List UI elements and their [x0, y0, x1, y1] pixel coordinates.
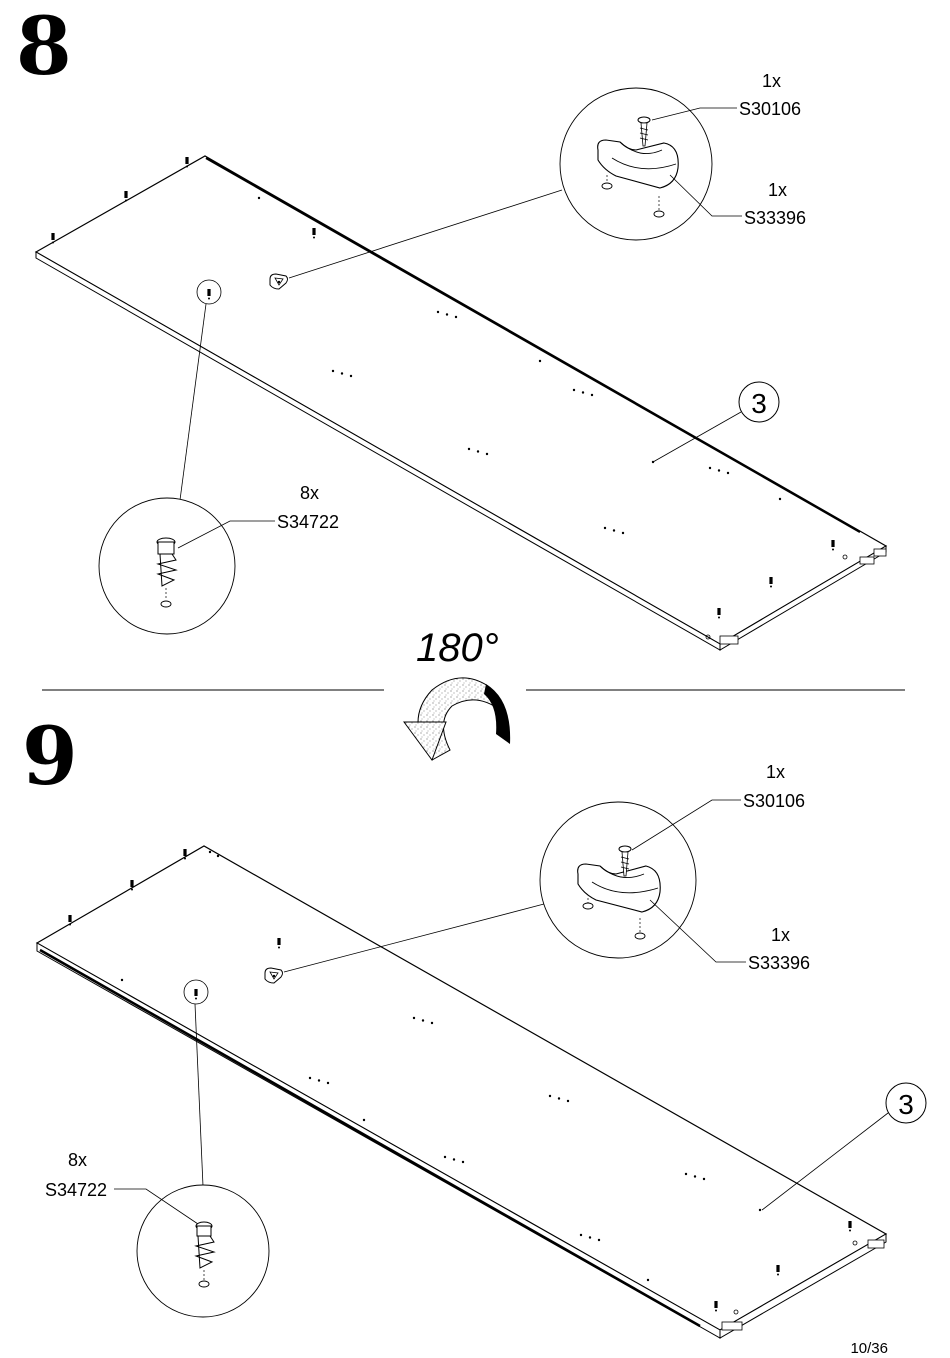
step-number-9: 9: [22, 709, 78, 803]
page-number: 10/36: [850, 1340, 888, 1357]
step8-holes: [257, 196, 848, 640]
step8-dowel-code: S34722: [277, 512, 340, 532]
rotate-180-arrow-icon: [403, 677, 511, 762]
step8-part-number: 3: [751, 388, 767, 419]
step9-screw-code: S30106: [743, 791, 806, 811]
step8-panel: [34, 155, 888, 651]
step8-part-number-circle: [738, 381, 780, 423]
step9-holes: [120, 850, 858, 1315]
rotation-label: 180°: [416, 626, 499, 670]
step8-bracket-qty: 1x: [768, 180, 788, 200]
step8-screw-code: S30106: [739, 99, 802, 119]
step8-dowel-qty: 8x: [300, 483, 320, 503]
step9-panel: [35, 845, 888, 1339]
step9-screw-qty: 1x: [766, 762, 786, 782]
step-number-8: 8: [16, 0, 72, 93]
step8-dowel-detail: [98, 497, 275, 635]
step8-bracket-detail: [559, 87, 742, 241]
step8-bracket-code: S33396: [744, 208, 807, 228]
step8-screw-qty: 1x: [762, 71, 782, 91]
step9-bracket-code: S33396: [748, 953, 811, 973]
step9-part-number-circle: [885, 1082, 927, 1124]
step9-part-number: 3: [898, 1089, 914, 1120]
step9-bracket-detail: [539, 799, 746, 963]
step9-dowel-code: S34722: [45, 1180, 108, 1200]
step9-bracket-qty: 1x: [771, 925, 791, 945]
step9-dowel-qty: 8x: [68, 1150, 88, 1170]
step9-dowel-detail: [114, 1184, 270, 1318]
